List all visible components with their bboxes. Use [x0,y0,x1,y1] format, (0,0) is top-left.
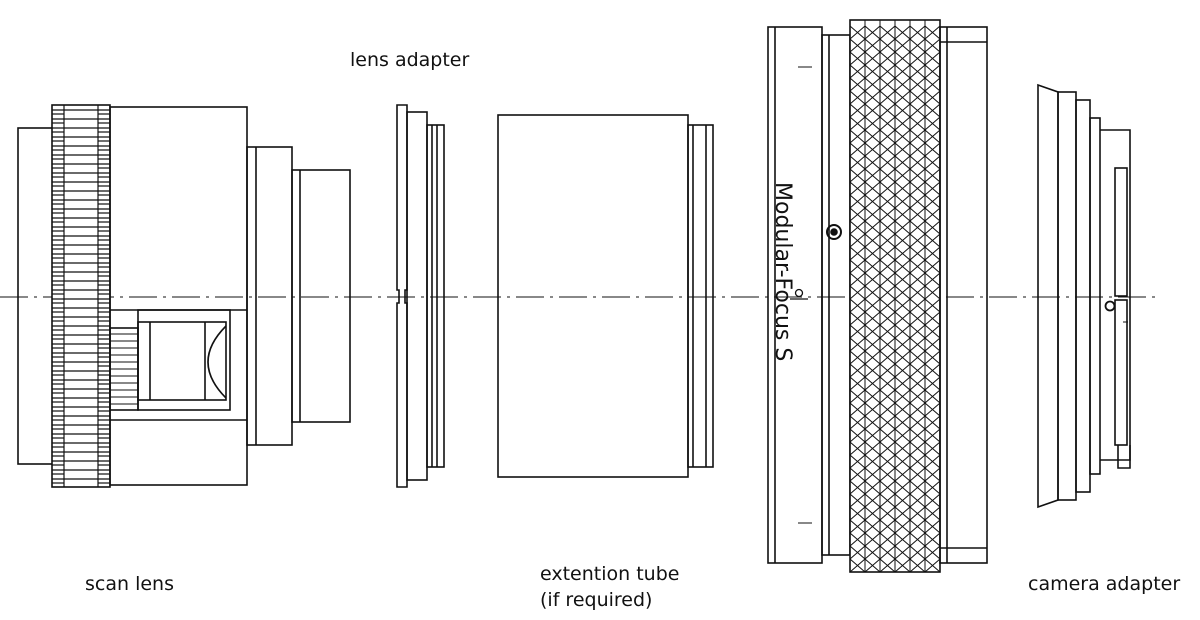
scan-lens-knurl [52,105,110,487]
focus-knurl-pattern [849,20,941,573]
extension-tube-label: extention tube [540,563,680,585]
extension-tube-body [497,114,689,478]
aperture-housing [137,309,231,411]
lens-adapter-label: lens adapter [350,49,470,71]
camera-adapter-ring [1057,91,1077,501]
camera-lock-pin-icon [1104,300,1116,312]
modular-focus-s [767,19,988,573]
scan-lens-rear-barrel [246,146,293,446]
focus-lock-screw-icon [826,224,842,240]
lens-adapter-flange [396,104,408,488]
camera-bayonet [1100,129,1131,461]
focus-inner-collar [821,34,851,556]
camera-adapter [1037,83,1131,509]
aperture-curve [207,325,227,399]
lens-adapter [396,104,445,488]
scan-lens-label: scan lens [85,573,174,595]
scan-lens-body [109,106,248,486]
modular-focus-label: Modular-Focus S [770,182,795,362]
extension-tube-thread [687,124,714,468]
scan-lens-knurled-ring [51,104,111,488]
lens-adapter-thread [426,124,445,468]
camera-adapter-body [1075,99,1091,493]
extension-tube [497,114,714,478]
lens-adapter-body [406,111,428,481]
scan-lens-front-ring [17,127,55,465]
scan-lens-mount [291,169,351,423]
focus-index-mark-icon [794,288,804,298]
camera-adapter-flange [1037,83,1059,509]
focus-rear-collar [939,26,988,564]
extension-tube-note: (if required) [540,589,653,611]
scan-lens [17,104,351,488]
camera-adapter-mount [1089,117,1101,475]
camera-adapter-label: camera adapter [1028,573,1181,595]
